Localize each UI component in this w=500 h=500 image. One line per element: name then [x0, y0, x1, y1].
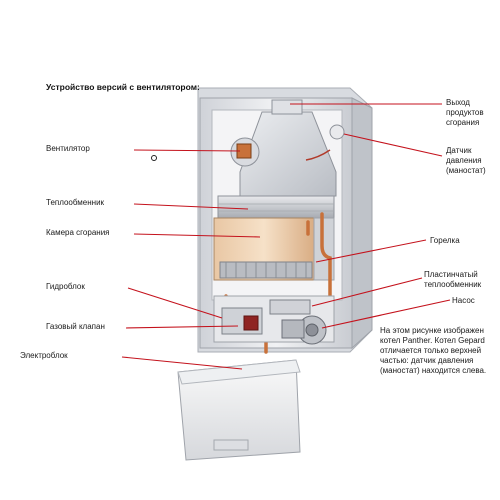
leader-plate-exchanger	[311, 277, 423, 307]
leader-pressure-sensor	[343, 133, 443, 157]
leader-heat-exchanger	[133, 203, 249, 210]
label-hydroblock: Гидроблок	[46, 282, 85, 291]
small-ring-marker	[151, 155, 157, 161]
leader-burner	[315, 239, 427, 263]
leader-hydroblock	[127, 287, 223, 319]
leader-fan	[133, 149, 241, 152]
burner	[219, 261, 313, 279]
leader-combustion-chamber	[133, 233, 261, 238]
label-electroblock: Электроблок	[20, 351, 68, 360]
hydroblock	[213, 295, 335, 345]
label-pump: Насос	[452, 296, 475, 305]
leader-electroblock	[121, 356, 243, 370]
electroblock	[177, 359, 301, 461]
leader-lines	[121, 103, 451, 370]
leader-pump	[321, 299, 451, 329]
heat-exchanger	[217, 195, 335, 219]
leader-gas-valve	[125, 325, 239, 329]
label-burner: Горелка	[430, 236, 460, 245]
diagram-title: Устройство версий с вентилятором:	[46, 82, 200, 92]
label-heat-exchanger: Теплообменник	[46, 198, 105, 207]
label-fan: Вентилятор	[46, 144, 90, 153]
label-combustion-chamber: Камера сгорания	[46, 228, 110, 237]
label-gas-valve: Газовый клапан	[46, 322, 105, 331]
